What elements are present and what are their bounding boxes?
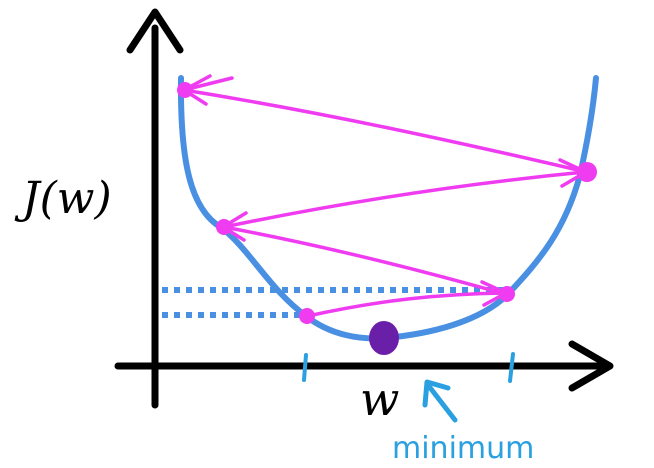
descent-arrows <box>182 74 588 318</box>
arrow-step-1 <box>306 291 507 318</box>
dotted-guides <box>162 287 508 318</box>
arrow-step-4 <box>182 88 588 174</box>
x-axis-arrowhead <box>568 340 614 392</box>
descent-points <box>177 82 597 324</box>
y-axis-arrowhead <box>126 8 184 54</box>
y-axis-label: J(w) <box>14 173 112 224</box>
minimum-label: minimum <box>392 431 534 466</box>
cost-curve <box>177 75 599 342</box>
axes <box>114 8 614 409</box>
arrow-step-2 <box>222 225 507 296</box>
point-mid-left <box>216 219 232 235</box>
point-upper-right <box>577 162 597 182</box>
point-lower-right <box>499 286 515 302</box>
minimum-point <box>369 321 399 355</box>
tick-left <box>302 353 308 382</box>
arrow-step-3 <box>222 170 587 229</box>
point-top-left <box>177 82 193 98</box>
x-axis-ticks <box>302 352 515 383</box>
x-axis-label: w <box>360 372 399 426</box>
tick-right <box>508 352 515 383</box>
minimum-annotation-arrow <box>422 379 458 423</box>
point-lower-left <box>299 308 315 324</box>
